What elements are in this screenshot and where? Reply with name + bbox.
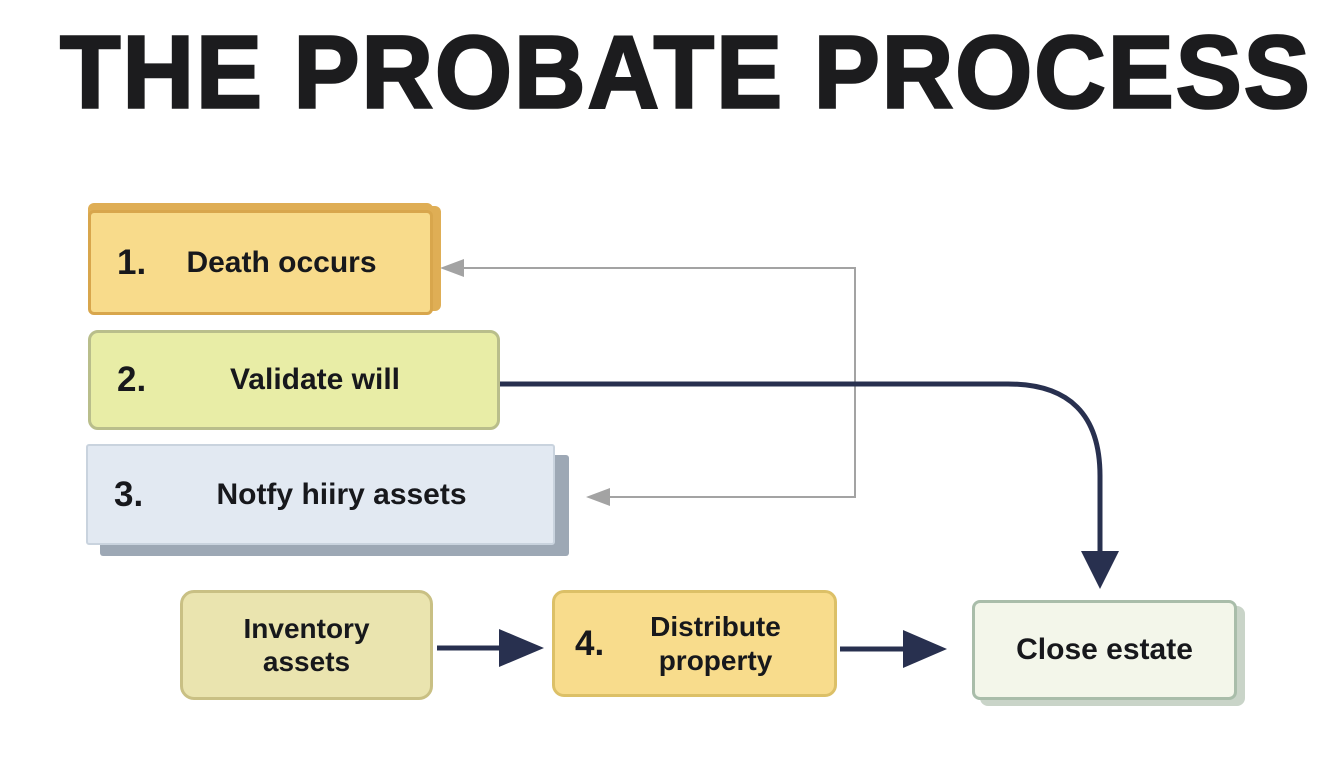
arrow-down-icon [1081, 551, 1119, 589]
step-number: 1. [117, 242, 147, 282]
step-box-distribute-property: 4. Distribute property [552, 590, 837, 697]
step-label: Close estate [1016, 633, 1193, 667]
step-box-inventory-assets: Inventory assets [180, 590, 433, 700]
validate-to-close-connector [500, 381, 1119, 589]
arrow-right-icon [903, 630, 947, 668]
curved-connector-line [500, 381, 1103, 552]
distribute-to-close-arrow [840, 630, 947, 668]
step-label: Inventory assets [243, 612, 370, 677]
step-box-death-occurs: 1. Death occurs [88, 210, 433, 315]
arrow-left-icon [586, 488, 610, 506]
step-label: Notfy hiiry assets [216, 477, 467, 511]
step-number: 3. [114, 474, 144, 514]
arrow-right-icon [499, 629, 544, 667]
inventory-to-distribute-arrow [437, 629, 544, 667]
step-label: Distribute property [650, 611, 781, 676]
step-number: 2. [117, 360, 147, 399]
step-box-notify-assets: 3. Notfy hiiry assets [86, 444, 555, 545]
step-label: Death occurs [186, 245, 377, 279]
step-box-close-estate: Close estate [972, 600, 1237, 700]
step-number: 4. [575, 623, 605, 663]
step-box-validate-will: 2. Validate will [88, 330, 500, 430]
page-title: THE PROBATE PROCESS [59, 13, 1312, 130]
arrow-left-icon [440, 259, 464, 277]
step-label: Validate will [229, 363, 401, 397]
